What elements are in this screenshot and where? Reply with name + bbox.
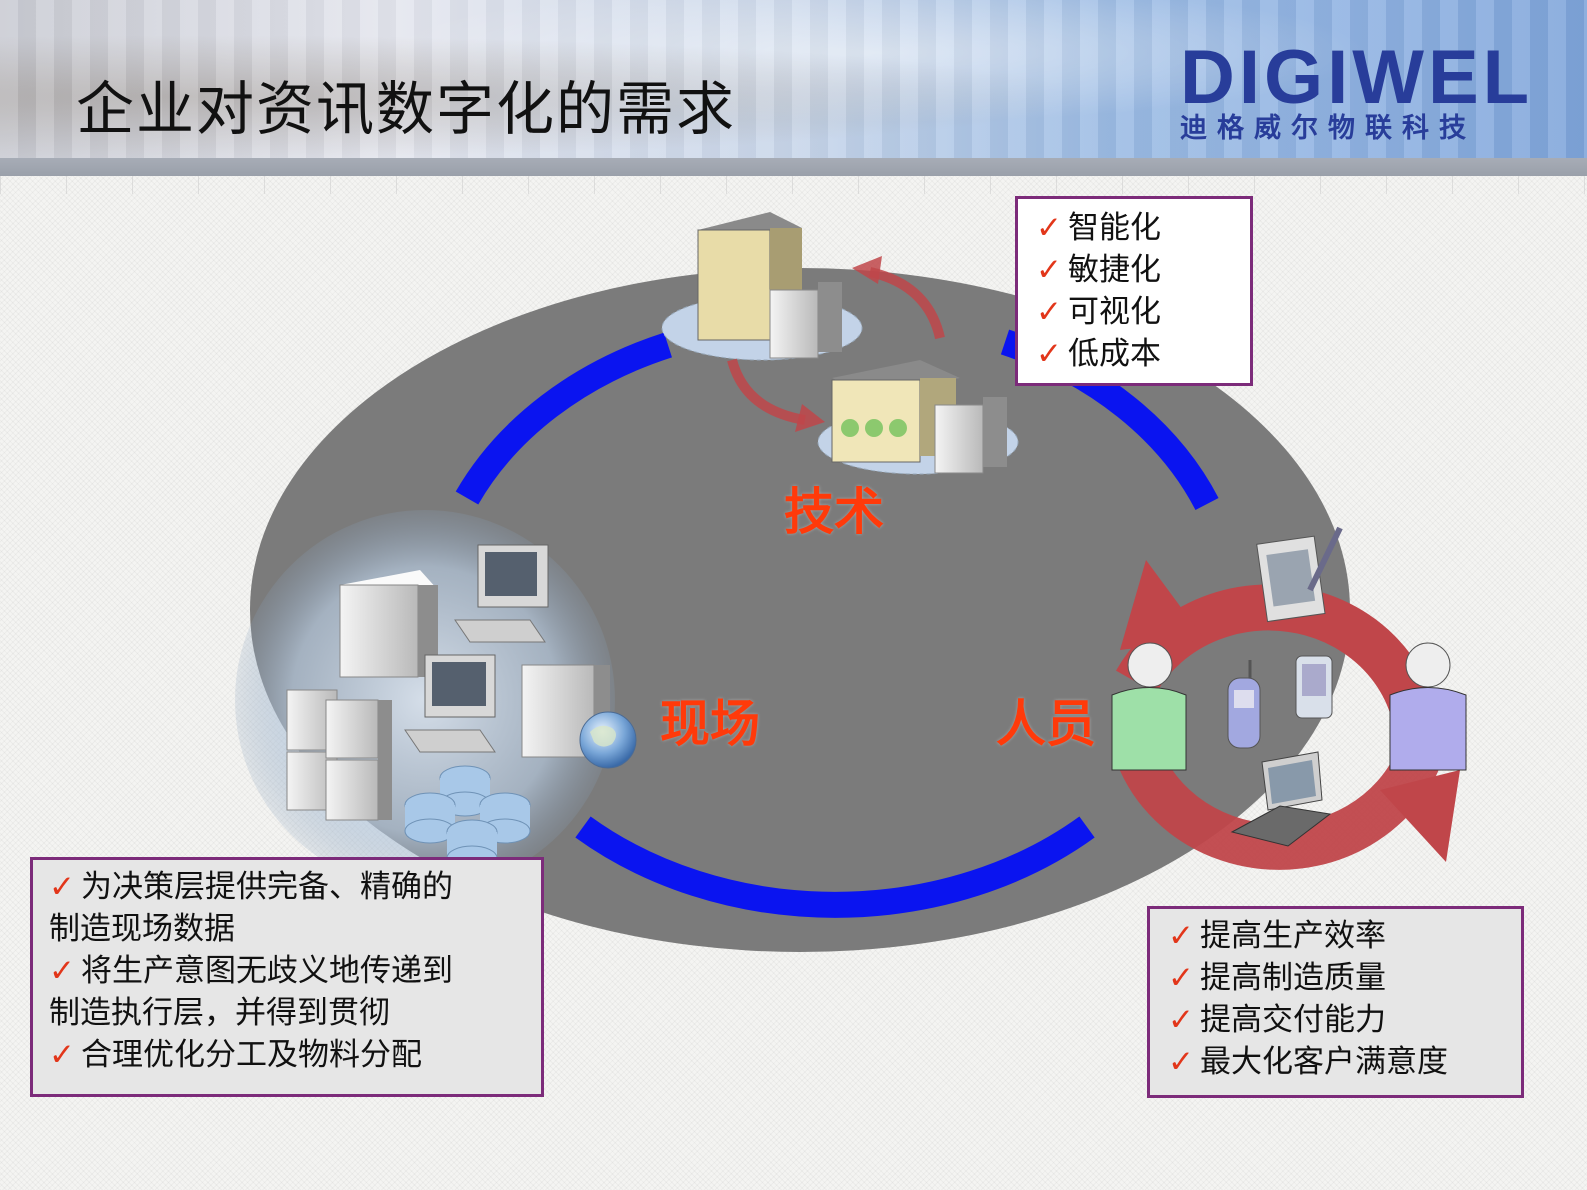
computer-icon bbox=[454, 544, 549, 643]
check-icon: ✓ bbox=[1036, 252, 1062, 288]
check-icon: ✓ bbox=[1036, 294, 1062, 330]
field-benefits-box: ✓为决策层提供完备、精确的 制造现场数据 ✓将生产意图无歧义地传递到 制造执行层… bbox=[30, 857, 544, 1097]
list-item: 制造执行层，并得到贯彻 bbox=[49, 995, 390, 1031]
person-icon bbox=[1111, 642, 1187, 771]
arrow-head bbox=[852, 256, 882, 284]
mobile-phone-icon bbox=[1227, 660, 1261, 749]
check-icon: ✓ bbox=[49, 953, 75, 989]
check-icon: ✓ bbox=[1168, 1044, 1194, 1080]
list-item: ✓为决策层提供完备、精确的 bbox=[49, 869, 453, 905]
banner-bottom-bar bbox=[0, 158, 1587, 176]
database-icon bbox=[404, 765, 531, 871]
technology-benefits-box: ✓智能化 ✓敏捷化 ✓可视化 ✓低成本 bbox=[1015, 196, 1253, 386]
office-building-icon bbox=[831, 360, 960, 463]
list-item: 制造现场数据 bbox=[49, 911, 235, 947]
check-icon: ✓ bbox=[1036, 336, 1062, 372]
check-icon: ✓ bbox=[49, 1037, 75, 1073]
header-banner bbox=[0, 0, 1587, 176]
server-icon bbox=[286, 689, 392, 821]
list-item: ✓最大化客户满意度 bbox=[1168, 1044, 1448, 1080]
tablet-icon bbox=[1256, 526, 1343, 623]
computer-icon bbox=[404, 654, 496, 753]
list-item: ✓可视化 bbox=[1036, 294, 1161, 330]
pda-icon bbox=[1295, 655, 1333, 719]
check-icon: ✓ bbox=[1036, 210, 1062, 246]
label-field: 现场 bbox=[660, 695, 760, 753]
people-benefits-box: ✓提高生产效率 ✓提高制造质量 ✓提高交付能力 ✓最大化客户满意度 bbox=[1147, 906, 1524, 1098]
company-logo: DIGIWEL bbox=[1180, 35, 1534, 120]
label-people: 人员 bbox=[996, 695, 1096, 753]
server-icon bbox=[934, 397, 1007, 474]
list-item: ✓合理优化分工及物料分配 bbox=[49, 1037, 422, 1073]
check-icon: ✓ bbox=[1168, 1002, 1194, 1038]
laptop-icon bbox=[1230, 751, 1332, 847]
list-item: ✓智能化 bbox=[1036, 210, 1161, 246]
upgrade-arrow-icon bbox=[727, 267, 945, 425]
check-icon: ✓ bbox=[1168, 918, 1194, 954]
person-icon bbox=[1389, 642, 1467, 771]
company-logo-subtitle: 迪格威尔物联科技 bbox=[1180, 113, 1476, 144]
ring-segment-top-left bbox=[455, 332, 672, 505]
check-icon: ✓ bbox=[49, 869, 75, 905]
list-item: ✓提高交付能力 bbox=[1168, 1002, 1386, 1038]
ruler-ticks bbox=[0, 176, 1587, 194]
check-icon: ✓ bbox=[1168, 960, 1194, 996]
label-technology: 技术 bbox=[784, 483, 884, 541]
server-icon bbox=[769, 282, 842, 359]
ring-segment-bottom bbox=[575, 816, 1095, 918]
list-item: ✓低成本 bbox=[1036, 336, 1161, 372]
list-item: ✓敏捷化 bbox=[1036, 252, 1161, 288]
page-title: 企业对资讯数字化的需求 bbox=[76, 75, 737, 143]
banner-texture bbox=[0, 0, 1587, 176]
list-item: ✓将生产意图无歧义地传递到 bbox=[49, 953, 453, 989]
server-icon bbox=[339, 570, 438, 678]
globe-icon bbox=[579, 711, 637, 769]
list-item: ✓提高制造质量 bbox=[1168, 960, 1386, 996]
arrow-head bbox=[795, 404, 825, 432]
list-item: ✓提高生产效率 bbox=[1168, 918, 1386, 954]
